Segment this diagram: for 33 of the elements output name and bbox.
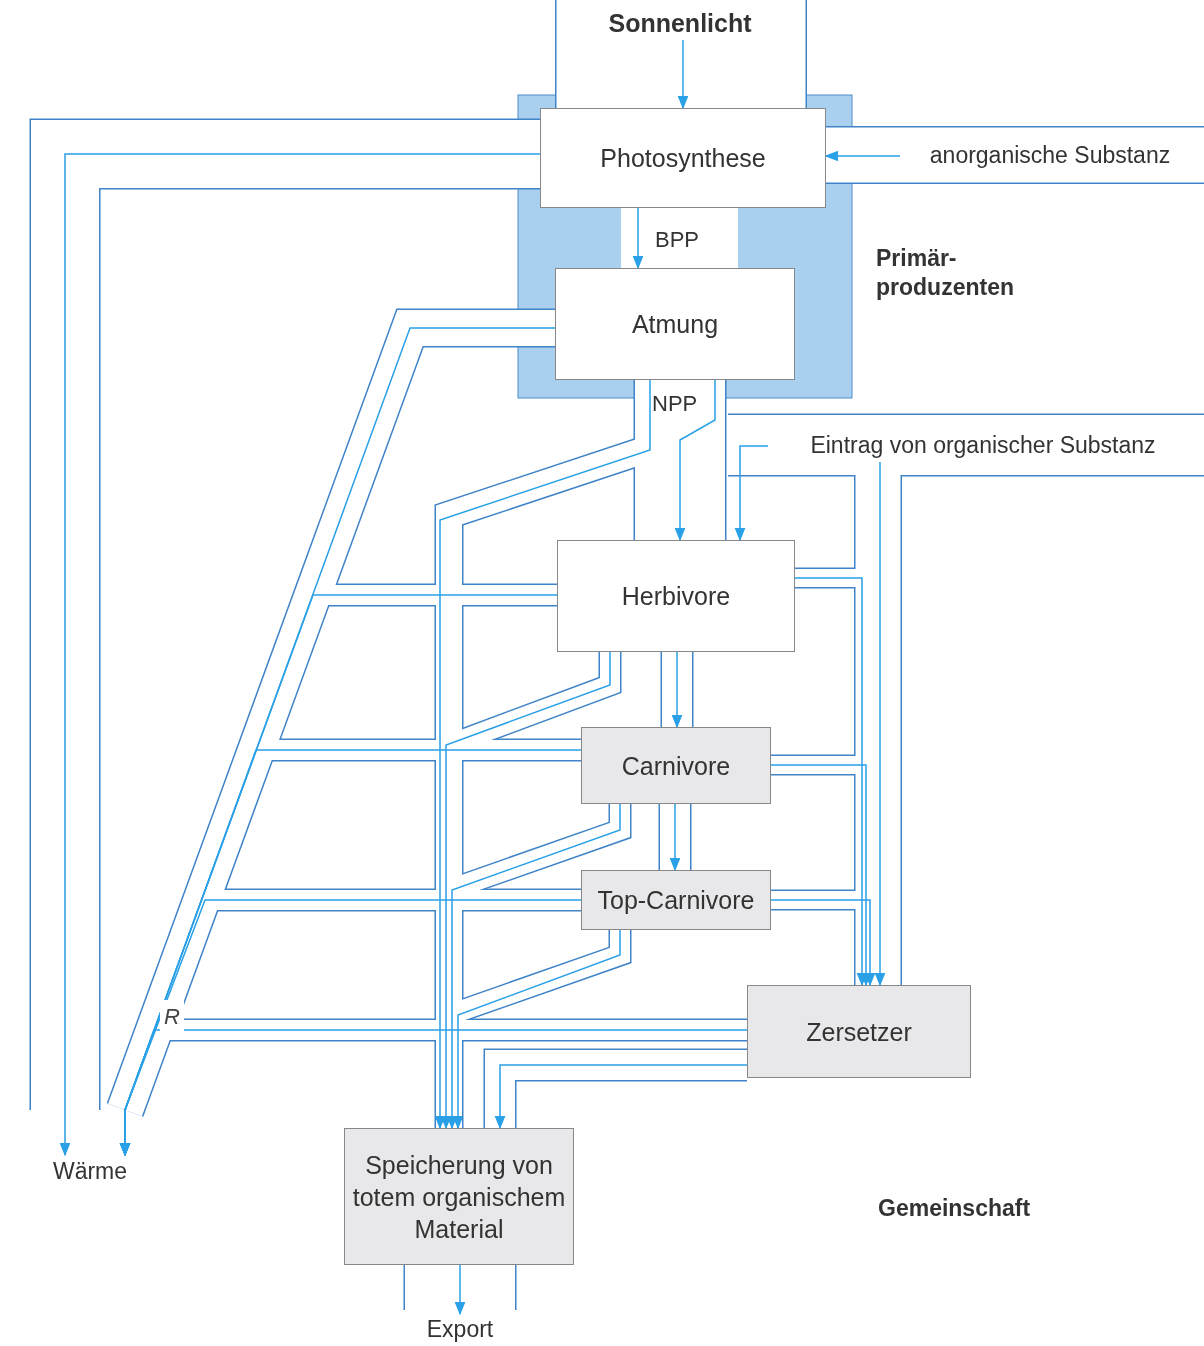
flow-label: NPP [652, 390, 699, 418]
flow-arrow [632, 207, 644, 270]
process-box: Herbivore [557, 540, 795, 652]
process-box: Top-Carnivore [581, 870, 771, 930]
flow-arrow [824, 150, 901, 162]
flow-arrow [669, 803, 681, 872]
flow-arrow [59, 153, 541, 1157]
edge-label: R [160, 1000, 184, 1033]
flow-arrow [446, 803, 621, 1130]
process-box: Speicherung von totem organischem Material [344, 1128, 574, 1265]
flow-arrow [454, 1264, 466, 1316]
flow-arrow [671, 651, 683, 729]
flow-source-label: Eintrag von organischer Substanz [768, 428, 1198, 462]
process-box: Zersetzer [747, 985, 971, 1078]
flow-arrow [119, 1029, 748, 1157]
process-box: Photosynthese [540, 108, 826, 208]
flow-source-label: Sonnenlicht [590, 8, 770, 40]
flow-source-label: anorganische Substanz [900, 138, 1200, 172]
flow-arrow [452, 929, 621, 1130]
flow-arrow [677, 39, 689, 110]
flow-arrow [874, 461, 886, 987]
process-box: Carnivore [581, 727, 771, 804]
flow-label: BPP [655, 226, 701, 254]
flow-arrow [674, 379, 716, 542]
flow-arrow [734, 445, 769, 542]
flow-source-label: Wärme [40, 1155, 140, 1187]
flow-arrow [494, 1064, 748, 1130]
process-box: Atmung [555, 268, 795, 380]
flow-arrow [440, 651, 611, 1130]
flow-arrow [770, 899, 876, 987]
region-label: Gemeinschaft [878, 1194, 1032, 1223]
region-label: Primär- produzenten [876, 244, 1015, 302]
flow-source-label: Export [405, 1314, 515, 1344]
